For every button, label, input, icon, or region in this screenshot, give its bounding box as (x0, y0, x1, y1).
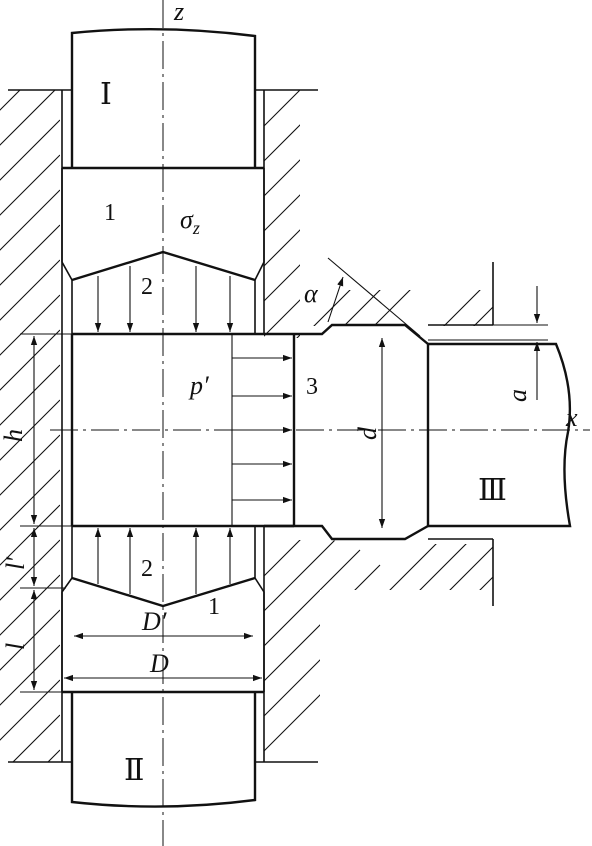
dim-a (428, 286, 548, 400)
label-punch-bottom: Ⅱ (124, 753, 144, 788)
label-dim-d-prime: D′ (141, 607, 167, 636)
label-pressure: p′ (188, 371, 209, 400)
right-upper-die-wall-hatch (264, 90, 300, 338)
label-zone-1-top: 1 (104, 200, 116, 226)
label-dim-d-outer: D (149, 649, 169, 678)
dimension-extension-lines (20, 333, 72, 693)
right-upper-shoulder-hatch (300, 290, 493, 326)
zone-2-top (71, 280, 264, 336)
label-dim-d-channel: d (353, 426, 382, 440)
label-dim-l-prime: l′ (1, 557, 30, 570)
angle-alpha (327, 257, 421, 337)
label-dim-l: l (1, 643, 30, 650)
label-alpha: α (304, 279, 319, 308)
die-hatching (0, 90, 493, 762)
label-zone-3: 3 (306, 374, 318, 400)
punch-side (426, 342, 572, 528)
die-outline (8, 89, 494, 763)
stress-arrows-top (94, 266, 234, 332)
label-axis-z: z (173, 0, 184, 26)
label-zone-2-top: 2 (141, 274, 153, 300)
label-dim-a: a (503, 389, 532, 402)
label-sigma: σz (180, 205, 200, 238)
punch-top (70, 27, 257, 168)
pressure-arrows (232, 354, 292, 504)
stress-arrows-bottom (94, 528, 234, 594)
label-dim-h: h (0, 429, 28, 442)
label-punch-top: Ⅰ (100, 77, 112, 112)
label-zone-1-bottom: 1 (208, 594, 220, 620)
zone-2-bottom (71, 526, 256, 578)
left-die-wall-hatch (0, 90, 60, 762)
label-zone-2-bottom: 2 (141, 556, 153, 582)
label-punch-side: Ⅲ (478, 473, 507, 508)
label-axis-x: x (565, 403, 578, 432)
right-lower-die-wall-hatch (264, 540, 493, 762)
